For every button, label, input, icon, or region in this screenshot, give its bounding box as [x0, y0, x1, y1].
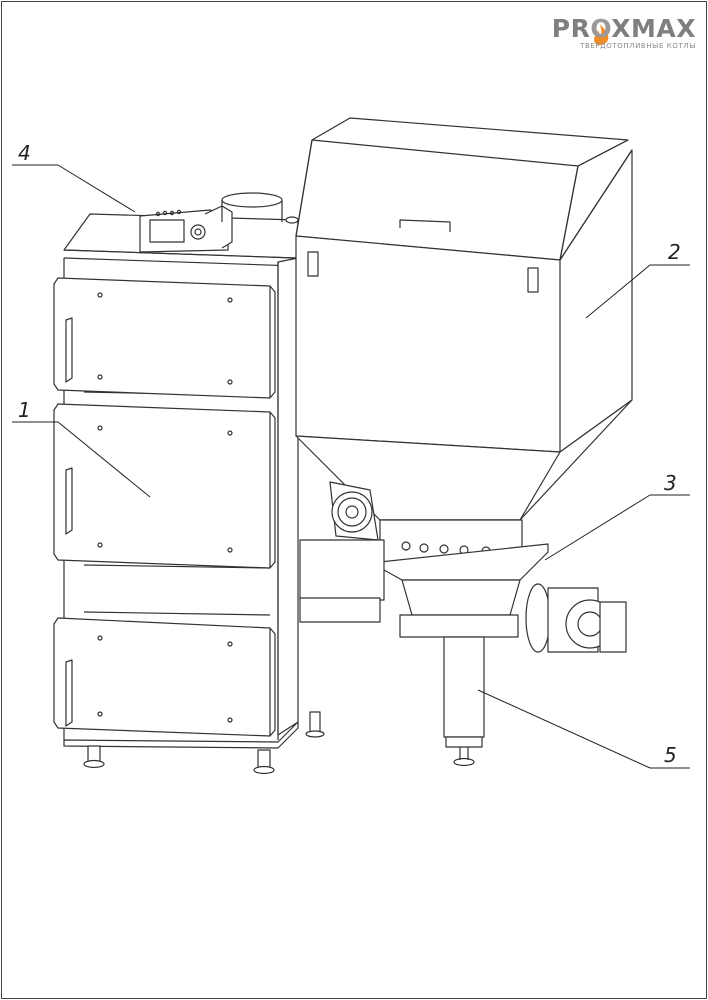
burner-assembly [299, 519, 549, 638]
flame-icon [594, 24, 609, 45]
controller-unit [139, 205, 233, 253]
brand-part-2: O [590, 14, 612, 43]
leader-lines [12, 164, 690, 769]
brand-wordmark: PROXMAX [552, 16, 696, 41]
fuel-hopper [295, 117, 633, 521]
blower-fan [329, 481, 379, 541]
top-door [53, 277, 276, 399]
callout-3: 3 [664, 471, 677, 495]
flue-pipe [221, 192, 299, 224]
brand-part-1: PR [551, 14, 591, 43]
bottom-door [53, 617, 276, 737]
brand-part-3: X [611, 14, 631, 43]
callout-4: 4 [18, 141, 31, 165]
callout-5: 5 [664, 743, 677, 767]
auger-pipe [443, 636, 485, 767]
middle-door [53, 403, 276, 569]
brand-tagline: ТВЕРДОТОПЛИВНЫЕ КОТЛЫ [580, 42, 696, 50]
callout-2: 2 [668, 240, 681, 264]
callout-1: 1 [18, 398, 31, 422]
brand-part-4: MAX [630, 14, 696, 43]
boiler-feet [83, 711, 325, 775]
feeder-motor [525, 583, 627, 653]
brand-logo: PROXMAX ТВЕРДОТОПЛИВНЫЕ КОТЛЫ [552, 16, 696, 50]
